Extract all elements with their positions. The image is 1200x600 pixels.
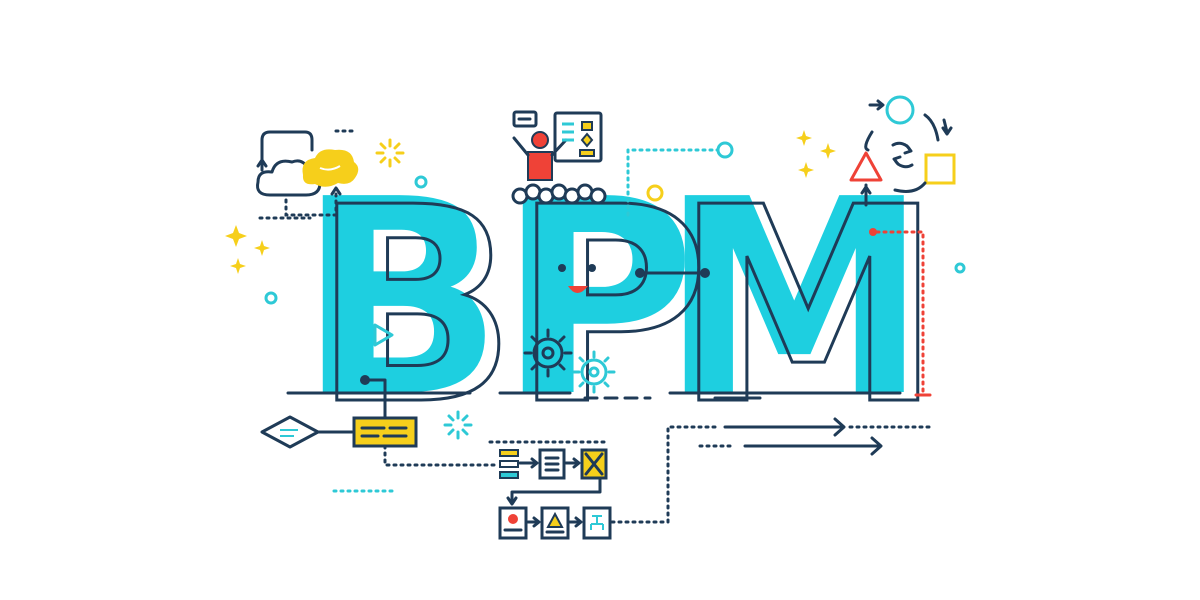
cloud-brain-icon <box>256 129 359 220</box>
connector-p-m <box>635 268 710 278</box>
connector-presenter <box>626 141 734 217</box>
connector-red <box>869 228 932 397</box>
bpm-letters: B P M B P M <box>298 141 944 466</box>
flowchart-icon <box>383 425 722 540</box>
sparkle-icon <box>225 130 836 274</box>
presenter-icon <box>511 110 607 205</box>
play-icon <box>373 323 394 347</box>
gear-small-icon <box>572 350 616 394</box>
decision-diamond-icon <box>260 415 354 449</box>
decorative-circles <box>264 175 966 305</box>
burst-cyan-icon <box>443 410 473 440</box>
arrow-icon <box>698 417 932 456</box>
letter-m: M <box>660 141 929 456</box>
burst-icon <box>375 138 405 168</box>
letter-b-outline: B <box>312 149 518 464</box>
cycle-diagram-icon <box>849 95 956 207</box>
gear-icon <box>523 328 573 378</box>
process-box-icon <box>352 375 418 448</box>
smiley-face-icon <box>558 264 596 293</box>
letter-m-outline: M <box>674 149 943 464</box>
baseline-dashes <box>286 391 902 400</box>
